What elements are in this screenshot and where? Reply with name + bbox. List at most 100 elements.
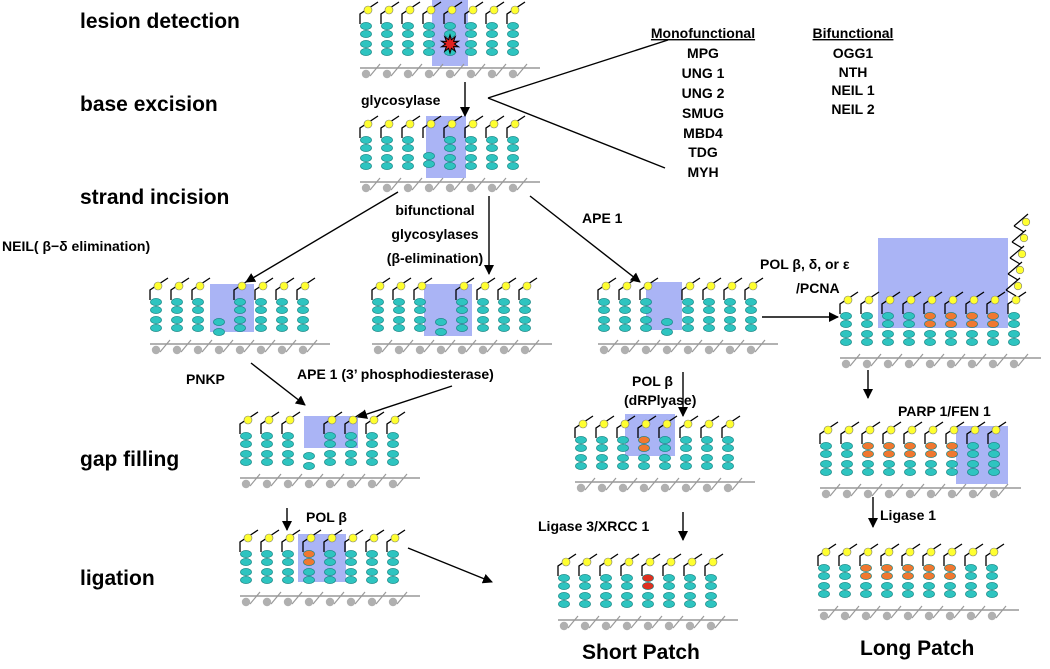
base-pair-blob — [381, 22, 393, 30]
top-backbone-segment — [704, 553, 724, 576]
top-backbone-segment — [902, 291, 922, 314]
highlight-box — [956, 426, 1008, 484]
base-pair-blob — [642, 574, 654, 582]
base-pair-blob — [904, 442, 916, 450]
top-backbone-segment — [260, 411, 280, 434]
base-pair-blob — [840, 312, 852, 320]
base-pair-blob — [682, 324, 694, 332]
base-pair-blob — [945, 330, 957, 338]
base-pair-blob — [861, 312, 873, 320]
base-pair-blob — [682, 306, 694, 314]
base-pair-blob — [192, 324, 204, 332]
base-pair-blob — [967, 468, 979, 476]
top-backbone-segment — [987, 421, 1007, 444]
base-pair-blob — [680, 454, 692, 462]
top-backbone-segment — [681, 277, 701, 300]
base-pair-blob — [402, 144, 414, 152]
sugar — [394, 345, 404, 355]
bottom-link — [474, 63, 486, 77]
sugar — [968, 489, 978, 499]
enzyme-lists: Monofunctional MPG UNG 1 UNG 2 SMUG MBD4… — [651, 25, 894, 180]
base-pair-blob — [324, 458, 336, 466]
sugar — [256, 345, 266, 355]
dna-long-patch-synthesis — [839, 213, 1041, 369]
base-pair-blob — [925, 468, 937, 476]
top-backbone-segment — [700, 415, 720, 438]
base-pair-blob — [598, 316, 610, 324]
base-pair-blob — [860, 582, 872, 590]
base-pair-blob — [946, 460, 958, 468]
phosphate — [823, 425, 833, 435]
base-pair-blob — [465, 154, 477, 162]
base-pair-blob — [600, 574, 612, 582]
phosphate — [969, 295, 979, 305]
sugar — [723, 483, 733, 493]
bottom-link — [588, 615, 600, 629]
base-pair-blob — [402, 48, 414, 56]
top-backbone-segment — [239, 529, 259, 552]
base-pair-blob — [345, 450, 357, 458]
base-pair-blob — [558, 592, 570, 600]
phosphate — [522, 281, 532, 291]
phosphate — [687, 557, 697, 567]
base-pair-blob — [465, 48, 477, 56]
top-backbone-segment — [574, 415, 594, 438]
base-pair-blob — [171, 306, 183, 314]
flap-link — [1013, 213, 1029, 227]
phosphate — [641, 419, 651, 429]
top-backbone-segment — [380, 115, 400, 138]
top-backbone-segment — [860, 291, 880, 314]
bottom-link — [626, 477, 638, 491]
sugar — [283, 479, 293, 489]
base-pair-blob — [841, 450, 853, 458]
base-pair-blob — [414, 306, 426, 314]
bottom-link — [607, 339, 619, 353]
monofunctional-header: Monofunctional — [651, 25, 755, 41]
base-pair-blob — [600, 582, 612, 590]
base-pair-blob — [282, 458, 294, 466]
base-pair-blob — [745, 298, 757, 306]
top-backbone-segment — [943, 543, 963, 566]
sugar — [346, 479, 356, 489]
bottom-link — [222, 339, 234, 353]
phosphate — [622, 281, 632, 291]
base-pair-blob — [498, 316, 510, 324]
base-pair-blob — [486, 40, 498, 48]
base-pair-blob — [402, 136, 414, 144]
base-pair-blob — [619, 306, 631, 314]
top-backbone-segment — [903, 421, 923, 444]
label-pol-long: POL β, δ, or ε — [760, 256, 850, 272]
base-pair-blob — [465, 136, 477, 144]
base-pair-blob — [945, 312, 957, 320]
base-pair-blob — [255, 298, 267, 306]
base-pair-blob — [579, 592, 591, 600]
base-pair-blob — [944, 564, 956, 572]
bottom-link — [432, 177, 444, 191]
base-pair-blob — [619, 298, 631, 306]
top-backbone-segment — [422, 1, 442, 24]
top-backbone-segment — [881, 291, 901, 314]
label-pol-b: POL β — [306, 509, 347, 525]
bottom-link — [411, 63, 423, 77]
base-pair-blob — [818, 572, 830, 580]
base-pair-blob — [282, 550, 294, 558]
base-pair-blob — [381, 48, 393, 56]
phosphate — [843, 295, 853, 305]
base-pair-blob — [297, 298, 309, 306]
bottom-link — [670, 339, 682, 353]
base-pair-blob — [724, 324, 736, 332]
phosphate — [405, 119, 415, 129]
phosphate — [947, 547, 957, 557]
sugar — [618, 483, 628, 493]
base-pair-blob — [261, 458, 273, 466]
base-pair-blob — [987, 320, 999, 328]
base-pair-blob — [240, 550, 252, 558]
bottom-link — [1017, 353, 1029, 367]
label-parp-fen: PARP 1/FEN 1 — [898, 403, 991, 419]
label-pol-drp: POL β — [632, 373, 673, 389]
base-pair-blob — [722, 444, 734, 452]
phosphate — [725, 419, 735, 429]
base-pair-blob — [486, 136, 498, 144]
base-pair-blob — [944, 590, 956, 598]
top-backbone-segment — [344, 529, 364, 552]
